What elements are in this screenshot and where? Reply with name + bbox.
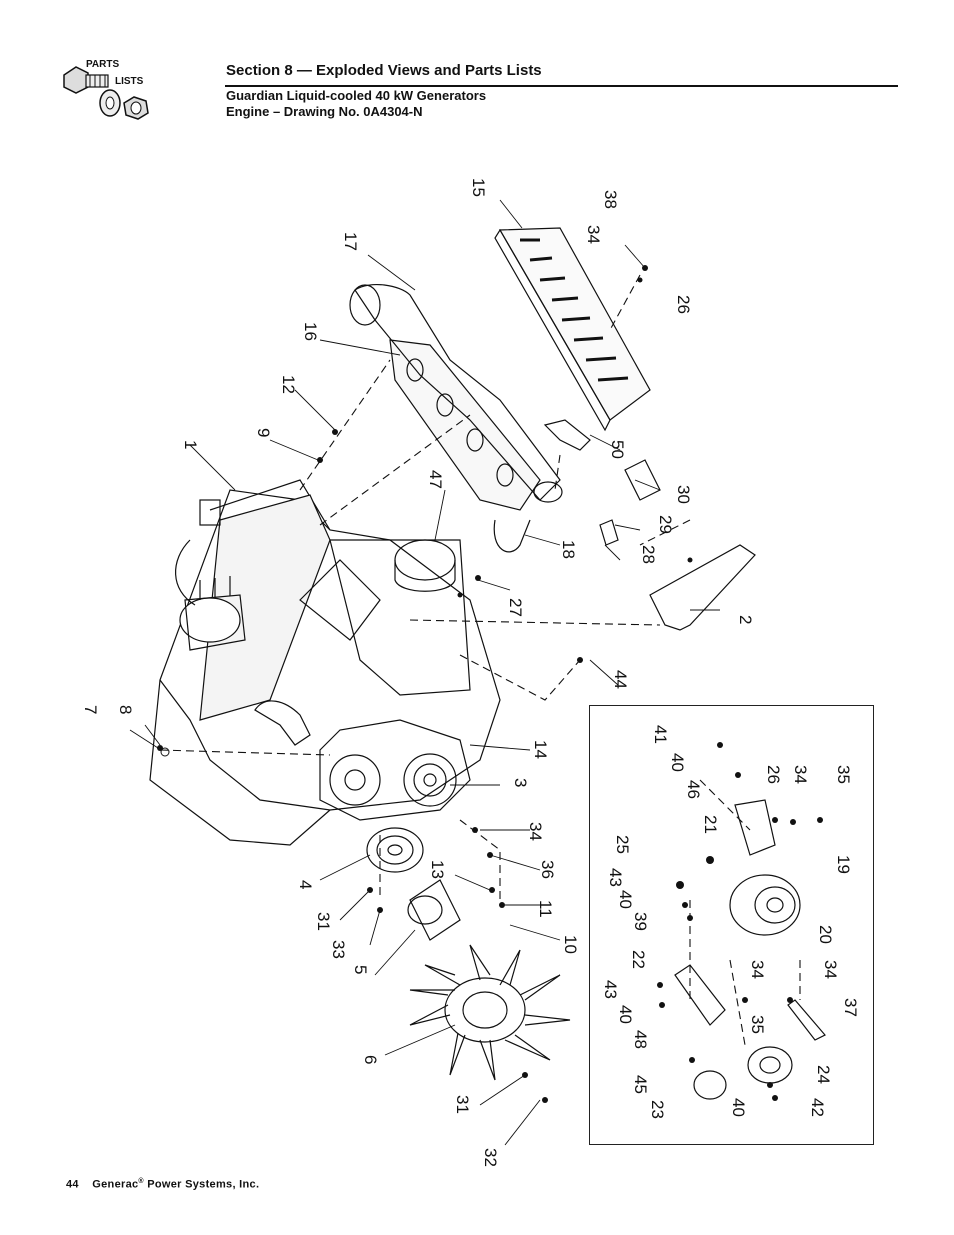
inset-callout-37: 37 bbox=[841, 998, 860, 1017]
inset-callout-35-top: 35 bbox=[834, 765, 853, 784]
pulley bbox=[366, 827, 424, 873]
callout-33: 33 bbox=[329, 940, 348, 959]
logo-text-parts: PARTS bbox=[86, 59, 119, 70]
inset-callout-39: 39 bbox=[631, 912, 650, 931]
callout-50: 50 bbox=[608, 440, 627, 459]
inset-callout-labels: 41 40 46 26 34 35 21 25 19 43 40 39 20 2… bbox=[601, 725, 860, 1119]
engine-block bbox=[149, 479, 501, 846]
oil-sender bbox=[599, 459, 661, 546]
callout-6: 6 bbox=[361, 1055, 380, 1064]
muffler-bracket bbox=[543, 419, 591, 451]
inset-callout-23: 23 bbox=[648, 1100, 667, 1119]
callout-7: 7 bbox=[81, 705, 100, 714]
callout-28: 28 bbox=[639, 545, 658, 564]
tensioner-bracket bbox=[674, 964, 726, 1026]
callout-17: 17 bbox=[341, 232, 360, 251]
idler-pulley bbox=[693, 1046, 793, 1100]
callout-47: 47 bbox=[426, 470, 445, 489]
inset-callout-42: 42 bbox=[808, 1098, 827, 1117]
exhaust-pipe bbox=[349, 283, 563, 503]
section-title: Section 8 — Exploded Views and Parts Lis… bbox=[226, 62, 542, 79]
inset-callout-40-mid: 40 bbox=[616, 890, 635, 909]
inset-callout-25: 25 bbox=[613, 835, 632, 854]
callout-31-pulley: 31 bbox=[314, 912, 333, 931]
callout-34-block: 34 bbox=[526, 822, 545, 841]
header-rule bbox=[225, 85, 898, 87]
callout-15: 15 bbox=[469, 178, 488, 197]
callout-10: 10 bbox=[561, 935, 580, 954]
nut-icon bbox=[123, 96, 149, 120]
callout-2: 2 bbox=[736, 615, 755, 624]
inset-callout-26: 26 bbox=[764, 765, 783, 784]
inset-callout-43-top: 43 bbox=[606, 868, 625, 887]
distributor bbox=[175, 499, 246, 651]
inset-callout-43-low: 43 bbox=[601, 980, 620, 999]
callout-26: 26 bbox=[674, 295, 693, 314]
callout-13: 13 bbox=[428, 860, 447, 879]
callout-9: 9 bbox=[254, 428, 273, 437]
air-cleaner bbox=[394, 539, 456, 592]
callout-32: 32 bbox=[481, 1148, 500, 1167]
washer-icon bbox=[99, 89, 121, 117]
callout-31-fan: 31 bbox=[453, 1095, 472, 1114]
callout-30: 30 bbox=[674, 485, 693, 504]
inset-callout-22: 22 bbox=[629, 950, 648, 969]
inset-callout-40-low: 40 bbox=[616, 1005, 635, 1024]
callout-38: 38 bbox=[601, 190, 620, 209]
alternator-inset-frame bbox=[589, 705, 874, 1145]
water-pump-housing bbox=[319, 719, 471, 821]
inset-callout-40-bottom: 40 bbox=[729, 1098, 748, 1117]
logo-text-lists: LISTS bbox=[115, 76, 144, 87]
callout-18: 18 bbox=[559, 540, 578, 559]
thermostat-housing bbox=[254, 700, 311, 746]
bolt-icon bbox=[63, 66, 109, 94]
callout-12: 12 bbox=[279, 375, 298, 394]
callout-3: 3 bbox=[511, 778, 530, 787]
fan-spacer bbox=[407, 879, 461, 941]
cooling-fan bbox=[409, 944, 571, 1081]
page-footer: 44 Generac® Power Systems, Inc. bbox=[66, 1178, 259, 1191]
inset-callout-34-low: 34 bbox=[821, 960, 840, 979]
inset-callout-21: 21 bbox=[701, 815, 720, 834]
inset-callout-34-top: 34 bbox=[791, 765, 810, 784]
alternator-bracket bbox=[734, 799, 776, 856]
callout-14: 14 bbox=[531, 740, 550, 759]
callout-44: 44 bbox=[611, 670, 630, 689]
inset-callout-19: 19 bbox=[834, 855, 853, 874]
inset-callout-35-low: 35 bbox=[748, 1015, 767, 1034]
callout-5: 5 bbox=[351, 965, 370, 974]
inset-callout-45: 45 bbox=[631, 1075, 650, 1094]
inset-callout-34-mid: 34 bbox=[748, 960, 767, 979]
callout-labels: 1 2 3 4 5 6 7 8 9 10 11 12 13 14 15 16 1… bbox=[81, 178, 755, 1167]
heat-shield bbox=[494, 227, 651, 432]
page-number: 44 bbox=[66, 1178, 79, 1191]
inset-callout-24: 24 bbox=[814, 1065, 833, 1084]
callout-34-shield: 34 bbox=[584, 225, 603, 244]
registered-mark: ® bbox=[138, 1178, 144, 1185]
mounting-bracket bbox=[649, 544, 756, 631]
callout-8: 8 bbox=[116, 705, 135, 714]
callout-1: 1 bbox=[181, 440, 200, 449]
callout-4: 4 bbox=[296, 880, 315, 889]
inset-callout-41: 41 bbox=[651, 725, 670, 744]
callout-36: 36 bbox=[538, 860, 557, 879]
parts-lists-logo: PARTS LISTS bbox=[63, 59, 149, 120]
callout-16: 16 bbox=[301, 322, 320, 341]
callout-27: 27 bbox=[506, 598, 525, 617]
spacer-bolt bbox=[787, 999, 826, 1041]
inset-callout-46: 46 bbox=[684, 780, 703, 799]
subtitle-model: Guardian Liquid-cooled 40 kW Generators bbox=[226, 88, 487, 103]
alternator bbox=[729, 874, 801, 936]
subtitle: Guardian Liquid-cooled 40 kW Generators … bbox=[226, 88, 486, 120]
hose bbox=[493, 519, 531, 553]
footer-company: Generac bbox=[92, 1178, 139, 1191]
callout-29: 29 bbox=[656, 515, 675, 534]
inset-callout-20: 20 bbox=[816, 925, 835, 944]
inset-callout-48: 48 bbox=[631, 1030, 650, 1049]
subtitle-drawing: Engine – Drawing No. 0A4304-N bbox=[226, 104, 423, 119]
footer-company-suffix: Power Systems, Inc. bbox=[147, 1178, 260, 1191]
inset-callout-40-top: 40 bbox=[668, 753, 687, 772]
callout-11: 11 bbox=[536, 900, 555, 918]
